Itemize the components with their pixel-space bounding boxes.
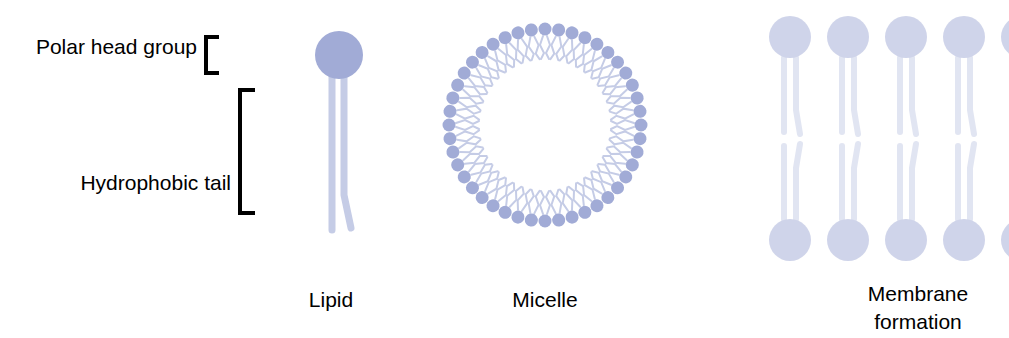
lipid-unit xyxy=(539,23,552,60)
lipid-unit xyxy=(445,90,484,113)
lipid-unit xyxy=(557,25,580,64)
membrane-lipid xyxy=(1001,144,1009,261)
bracket xyxy=(240,90,255,213)
lipid-unit xyxy=(539,191,552,228)
lipid-unit xyxy=(510,186,533,225)
lipid-molecule xyxy=(315,31,363,230)
label-text: Lipid xyxy=(309,286,353,313)
membrane-lipid xyxy=(769,144,811,261)
label-text: Hydrophobic tail xyxy=(80,169,231,196)
membrane-lipid xyxy=(885,144,927,261)
micelle-illustration xyxy=(443,23,648,228)
membrane-lipid xyxy=(769,16,811,134)
lipid-unit xyxy=(524,23,542,61)
label-text: Micelle xyxy=(512,286,577,313)
label-text: Polar head group xyxy=(36,33,197,60)
membrane-lipid xyxy=(827,144,869,261)
membrane-lipid xyxy=(1001,16,1009,134)
membrane-lipid xyxy=(943,144,985,261)
membrane-illustration xyxy=(769,16,1009,261)
membrane-lipid xyxy=(943,16,985,134)
label-text: Membrane formation xyxy=(853,280,983,335)
membrane-lipid xyxy=(885,16,927,134)
lipid-unit xyxy=(443,119,480,132)
bracket xyxy=(206,37,219,73)
membrane-lipid xyxy=(827,16,869,134)
lipid-unit xyxy=(606,137,645,160)
lipid-unit xyxy=(611,119,648,132)
